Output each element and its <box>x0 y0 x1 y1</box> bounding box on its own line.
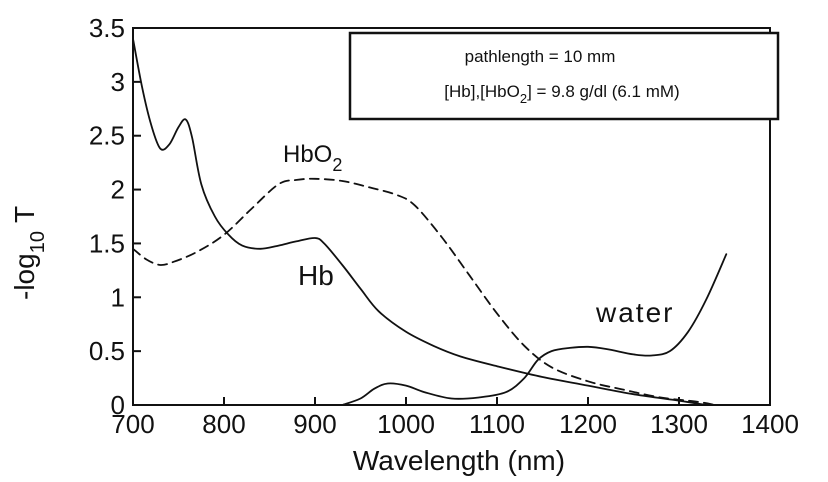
series-line-hb <box>132 37 708 406</box>
y-tick-label-3: 3 <box>111 67 125 97</box>
y-axis-title: -log10 T <box>9 206 49 300</box>
series-labels: HbO2 Hb water <box>283 141 674 328</box>
x-tick-label-900: 900 <box>293 409 336 439</box>
y-tick-label-2: 2 <box>111 175 125 205</box>
x-tick-label-700: 700 <box>111 409 154 439</box>
y-tick-label-1: 1 <box>111 282 125 312</box>
y-axis-title-subscript: 10 <box>27 231 49 253</box>
annotation-concentration: [Hb],[HbO2] = 9.8 g/dl (6.1 mM) <box>444 82 679 106</box>
y-axis-title-main: -log <box>9 253 40 300</box>
x-tick-label-1100: 1100 <box>469 409 525 439</box>
series-label-water: water <box>595 297 674 328</box>
series-label-hb: Hb <box>298 260 334 291</box>
annotation-concentration-subscript: 2 <box>520 91 527 106</box>
y-tick-label-1.5: 1.5 <box>89 228 125 258</box>
x-tick-label-1000: 1000 <box>377 409 435 439</box>
y-tick-label-0.5: 0.5 <box>89 336 125 366</box>
x-ticks: 700 800 900 1000 1100 1200 1300 1400 <box>111 397 799 439</box>
y-ticks: 0 0.5 1 1.5 2 2.5 3 3.5 <box>89 13 141 420</box>
y-tick-label-3.5: 3.5 <box>89 13 125 43</box>
annotation-pathlength: pathlength = 10 mm <box>465 47 616 66</box>
x-tick-label-1400: 1400 <box>741 409 799 439</box>
series-label-hbo2-subscript: 2 <box>332 155 342 175</box>
y-tick-label-2.5: 2.5 <box>89 121 125 151</box>
x-axis-title: Wavelength (nm) <box>353 445 565 476</box>
annotation-frame <box>348 31 780 121</box>
series-label-hbo2-main: HbO <box>283 141 332 168</box>
series-layer <box>132 37 728 406</box>
annotation-box: pathlength = 10 mm [Hb],[HbO2] = 9.8 g/d… <box>348 31 780 121</box>
annotation-concentration-post: ] = 9.8 g/dl (6.1 mM) <box>527 82 680 101</box>
series-line-water <box>341 253 728 406</box>
y-tick-label-0: 0 <box>111 390 125 420</box>
series-label-hbo2: HbO2 <box>283 141 342 175</box>
plot-frame <box>132 27 771 406</box>
x-tick-label-800: 800 <box>202 409 245 439</box>
y-axis-title-tail: T <box>9 206 40 223</box>
series-line-hbo2 <box>132 177 717 406</box>
svg-text:-log10T: -log10 T <box>9 206 49 300</box>
x-tick-label-1300: 1300 <box>650 409 708 439</box>
x-tick-label-1200: 1200 <box>559 409 617 439</box>
annotation-concentration-pre: [Hb],[HbO <box>444 82 520 101</box>
